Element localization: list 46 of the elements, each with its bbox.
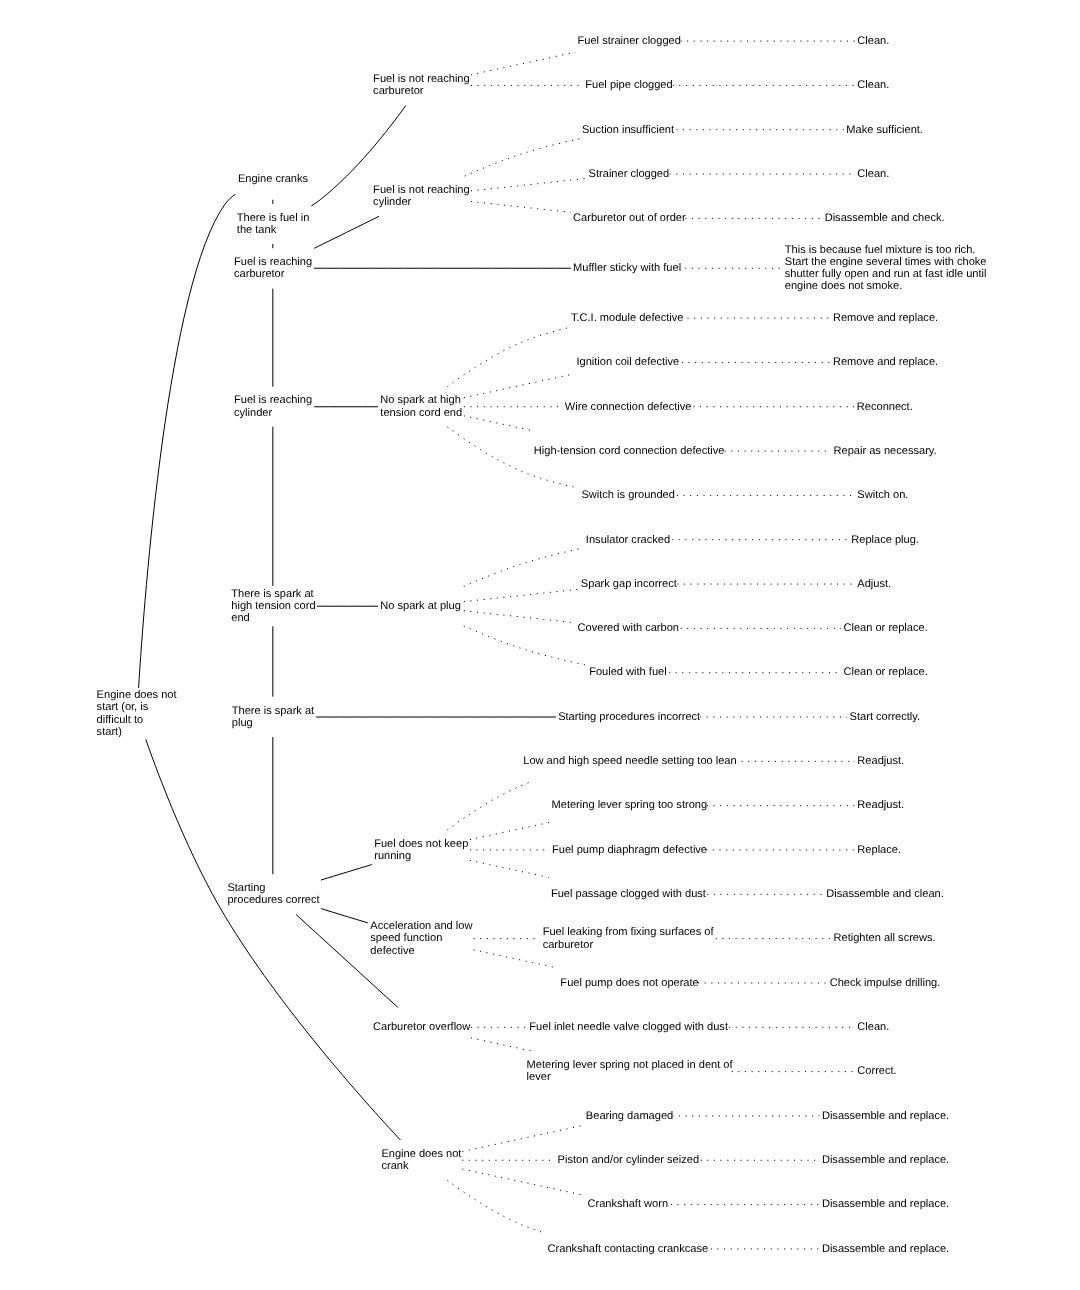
connector xyxy=(683,217,822,219)
connector xyxy=(680,361,830,363)
connector xyxy=(671,84,855,86)
connector xyxy=(312,406,378,408)
connector xyxy=(271,426,273,587)
connector xyxy=(460,1168,585,1197)
connector xyxy=(727,1026,855,1028)
connector xyxy=(271,243,273,249)
connector xyxy=(445,1179,545,1234)
connector xyxy=(445,426,579,489)
connector xyxy=(469,201,571,213)
connector xyxy=(462,373,574,399)
connector xyxy=(445,327,569,388)
connector xyxy=(271,199,273,205)
connector xyxy=(679,627,841,629)
connector xyxy=(469,1037,534,1053)
connector xyxy=(669,1204,820,1206)
connector xyxy=(312,267,571,269)
connector xyxy=(462,547,583,588)
connector xyxy=(691,406,854,408)
connector xyxy=(312,215,379,249)
connector xyxy=(309,105,406,207)
connector xyxy=(469,84,583,86)
connector xyxy=(472,949,558,969)
connector xyxy=(319,908,368,924)
connector xyxy=(294,914,398,1008)
connector xyxy=(445,780,532,831)
connector xyxy=(462,415,535,432)
connector xyxy=(271,736,273,875)
connector xyxy=(670,539,849,541)
connector xyxy=(315,605,378,607)
connector xyxy=(472,938,540,940)
connector xyxy=(462,588,578,603)
connector xyxy=(730,1071,855,1073)
connector xyxy=(462,610,575,624)
connector xyxy=(469,177,586,192)
connector xyxy=(667,672,841,674)
connector xyxy=(144,738,400,1141)
connector xyxy=(271,625,273,698)
connector xyxy=(271,288,273,388)
connector xyxy=(683,267,782,269)
connector xyxy=(705,805,855,807)
connector xyxy=(714,938,831,940)
connector xyxy=(319,864,372,881)
connector xyxy=(137,193,235,689)
connector xyxy=(460,1124,584,1152)
